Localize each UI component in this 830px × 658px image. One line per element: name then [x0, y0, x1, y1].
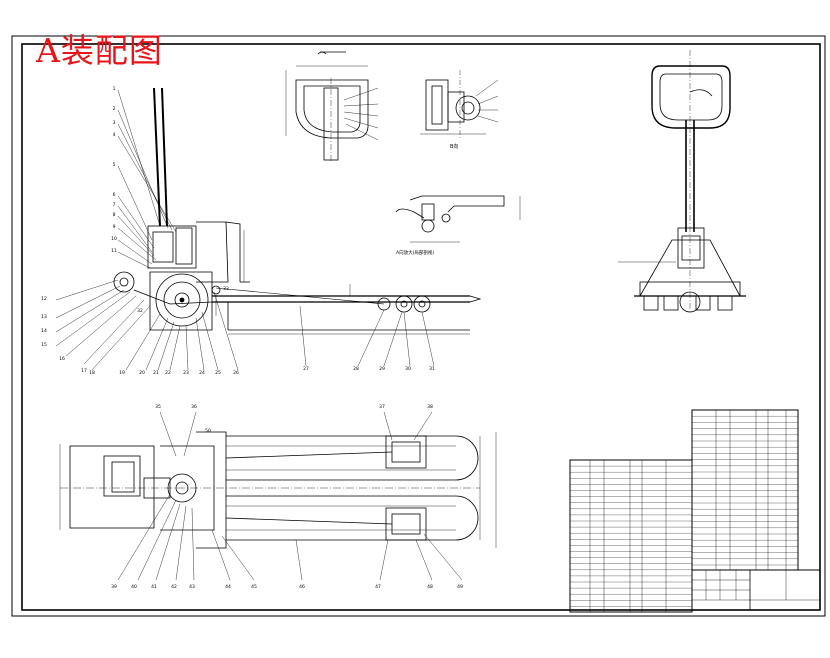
parts-list-rows [570, 416, 798, 607]
side-callout-17: 17 [81, 368, 87, 374]
plan-callout-46: 46 [299, 584, 305, 590]
side-callout-10: 10 [111, 236, 117, 242]
side-callout-22: 22 [165, 370, 171, 376]
outer-frame [11, 35, 826, 617]
plan-callout-49: 49 [457, 584, 463, 590]
parts-list-left [569, 459, 693, 613]
side-callout-19: 19 [119, 370, 125, 376]
side-callout-7: 7 [113, 202, 116, 208]
side-callout-33: 33 [223, 286, 229, 292]
side-callout-30: 30 [405, 366, 411, 372]
drawing-title: A装配图 [36, 31, 163, 70]
plan-view [59, 431, 497, 549]
detail-pump-enlarged [395, 195, 521, 243]
side-callout-2: 2 [113, 106, 116, 112]
side-callout-31: 31 [429, 366, 435, 372]
side-callout-13: 13 [41, 314, 47, 320]
side-callout-11: 11 [111, 248, 117, 254]
detail-handle-top [285, 51, 379, 162]
side-callout-16: 16 [59, 356, 65, 362]
side-callout-20: 20 [139, 370, 145, 376]
side-callout-8: 8 [113, 212, 116, 218]
plan-callout-38: 38 [427, 404, 433, 410]
side-callout-12: 12 [41, 296, 47, 302]
side-callout-9: 9 [113, 224, 116, 230]
side-callout-4: 4 [113, 132, 116, 138]
side-callout-6: 6 [113, 192, 116, 198]
side-callout-1: 1 [113, 86, 116, 92]
side-callout-14: 14 [41, 328, 47, 334]
side-callout-24: 24 [199, 370, 205, 376]
plan-callout-48: 48 [427, 584, 433, 590]
side-view [113, 87, 482, 335]
side-callout-18: 18 [89, 370, 95, 376]
plan-callout-45: 45 [251, 584, 257, 590]
pump-detail-caption: A向放大(局部剖视) [396, 249, 434, 256]
plan-callout-41: 41 [151, 584, 157, 590]
detail-b-caption: B向 [450, 143, 458, 150]
parts-list-right [691, 409, 799, 571]
side-callout-3: 3 [113, 120, 116, 126]
detail-b-view [420, 70, 499, 140]
side-callout-26: 26 [233, 370, 239, 376]
plan-callout-40: 40 [131, 584, 137, 590]
plan-callout-43: 43 [189, 584, 195, 590]
side-callout-25: 25 [215, 370, 221, 376]
plan-callout-39: 39 [111, 584, 117, 590]
plan-callout-47: 47 [375, 584, 381, 590]
side-callout-27: 27 [303, 366, 309, 372]
title-block [691, 569, 821, 611]
side-callout-28: 28 [353, 366, 359, 372]
front-view [618, 50, 746, 313]
plan-callout-36: 36 [191, 404, 197, 410]
plan-callout-37: 37 [379, 404, 385, 410]
plan-callout-44: 44 [225, 584, 231, 590]
side-view-leaders [55, 89, 435, 371]
inner-frame [21, 43, 821, 611]
side-callout-5: 5 [113, 162, 116, 168]
plan-callout-35: 35 [155, 404, 161, 410]
side-callout-32: 32 [137, 308, 143, 314]
plan-view-leaders [117, 411, 463, 581]
plan-callout-42: 42 [171, 584, 177, 590]
side-callout-29: 29 [379, 366, 385, 372]
side-callout-15: 15 [41, 342, 47, 348]
side-callout-23: 23 [183, 370, 189, 376]
side-callout-21: 21 [153, 370, 159, 376]
plan-callout-50: 50 [205, 428, 211, 434]
